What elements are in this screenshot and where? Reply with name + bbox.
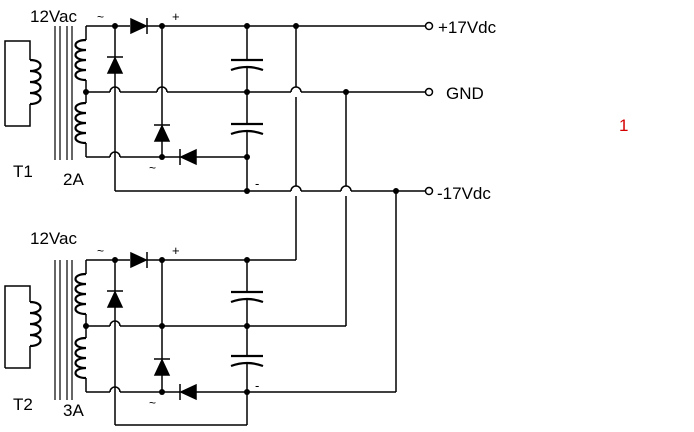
t2-primary-lead [4,285,31,368]
t2-diode-middle [153,358,171,376]
t2-secondary-lower-coil [74,336,87,380]
t1-primary-coil [29,58,42,106]
t1-ac-mark-top: ~ [97,10,104,24]
t1-secondary-lower-coil [74,101,87,145]
output-positive-terminal: +17Vdc [424,18,497,37]
t1-rectifier-wiring [85,25,425,192]
transformer-t1: 12Vac T1 2A [4,7,87,189]
t1-primary-lead-bottom [5,104,31,127]
t2-name-label: T2 [13,395,33,414]
output-positive-label: +17Vdc [438,18,497,37]
output-negative-label: -17Vdc [437,184,491,203]
t2-primary-lead-bottom [5,346,31,369]
t2-voltage-label: 12Vac [30,229,77,248]
output-ground-terminal: GND [424,84,484,103]
t1-secondary-upper-coil [74,38,87,82]
t2-primary-coil [29,300,42,348]
t1-capacitor-upper [230,58,264,72]
t1-diode-bottom [179,148,197,166]
interconnect-wires [295,26,397,392]
t1-diode-middle [153,124,171,142]
t1-capacitor-lower [230,122,264,136]
t2-current-label: 3A [63,401,84,420]
output-ground-label: GND [446,84,484,103]
t1-plus-sign: + [172,9,180,24]
t1-ac-mark-bottom: ~ [149,161,156,175]
t2-diode-bottom [179,383,197,401]
t1-current-label: 2A [63,170,84,189]
t1-diode-top [130,17,148,35]
t2-capacitor-upper [230,290,264,304]
junction-dots [83,23,399,395]
t2-plus-sign: + [172,243,180,258]
t2-capacitor-lower [230,354,264,368]
page-number: 1 [619,116,628,135]
t1-minus-sign: - [255,176,259,191]
t2-ac-mark-top: ~ [97,244,104,258]
t2-diode-left [106,290,124,308]
t1-diode-left [106,56,124,74]
t2-ac-mark-bottom: ~ [149,396,156,410]
t1-primary-lead [4,40,31,126]
t1-name-label: T1 [13,162,33,181]
t2-diode-top [130,251,148,269]
t2-minus-sign: - [255,378,259,393]
transformer-t2: 12Vac T2 3A [4,229,87,420]
t2-secondary-upper-coil [74,272,87,316]
t1-voltage-label: 12Vac [30,7,77,26]
output-negative-terminal: -17Vdc [424,184,491,203]
t2-rectifier-wiring [85,259,396,426]
